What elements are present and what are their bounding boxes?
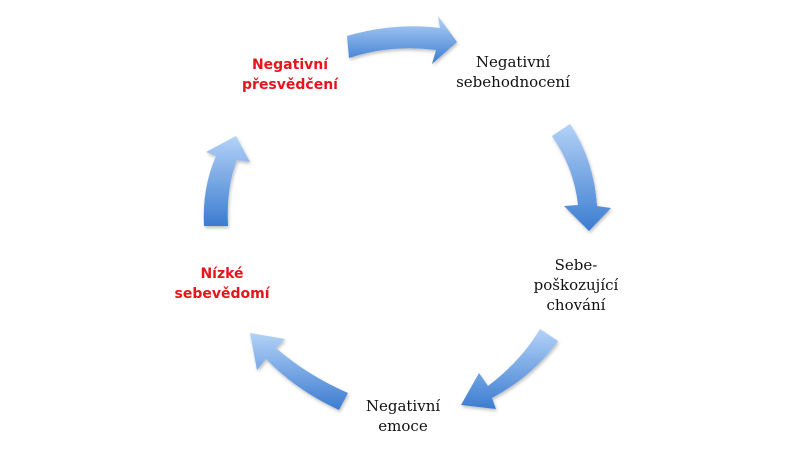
cycle-arrow-top (347, 16, 457, 64)
node-line: sebehodnocení (456, 73, 570, 91)
cycle-arrow-right (552, 124, 611, 231)
cycle-arrow-bottom-right (461, 329, 558, 409)
node-line: emoce (378, 417, 428, 435)
node-line: Sebe- (554, 256, 598, 274)
node-line: poškozující (533, 276, 619, 294)
node-line: sebevědomí (174, 286, 270, 302)
node-negative-self-assessment: Negativní sebehodnocení (456, 52, 570, 92)
node-low-self-esteem: Nízké sebevědomí (175, 264, 270, 304)
cycle-arrow-bottom-left (250, 333, 348, 410)
node-line: Negativní (251, 57, 329, 73)
node-negative-emotions: Negativní emoce (366, 396, 440, 436)
cycle-arrow-left (203, 136, 250, 226)
node-line: Nízké (200, 266, 244, 282)
node-line: přesvědčení (242, 77, 338, 93)
node-line: Negativní (365, 397, 441, 415)
node-self-harm-behavior: Sebe- poškozující chování (534, 255, 619, 315)
node-line: chování (546, 296, 606, 314)
node-line: Negativní (475, 53, 551, 71)
node-negative-beliefs: Negativní přesvědčení (242, 55, 338, 95)
